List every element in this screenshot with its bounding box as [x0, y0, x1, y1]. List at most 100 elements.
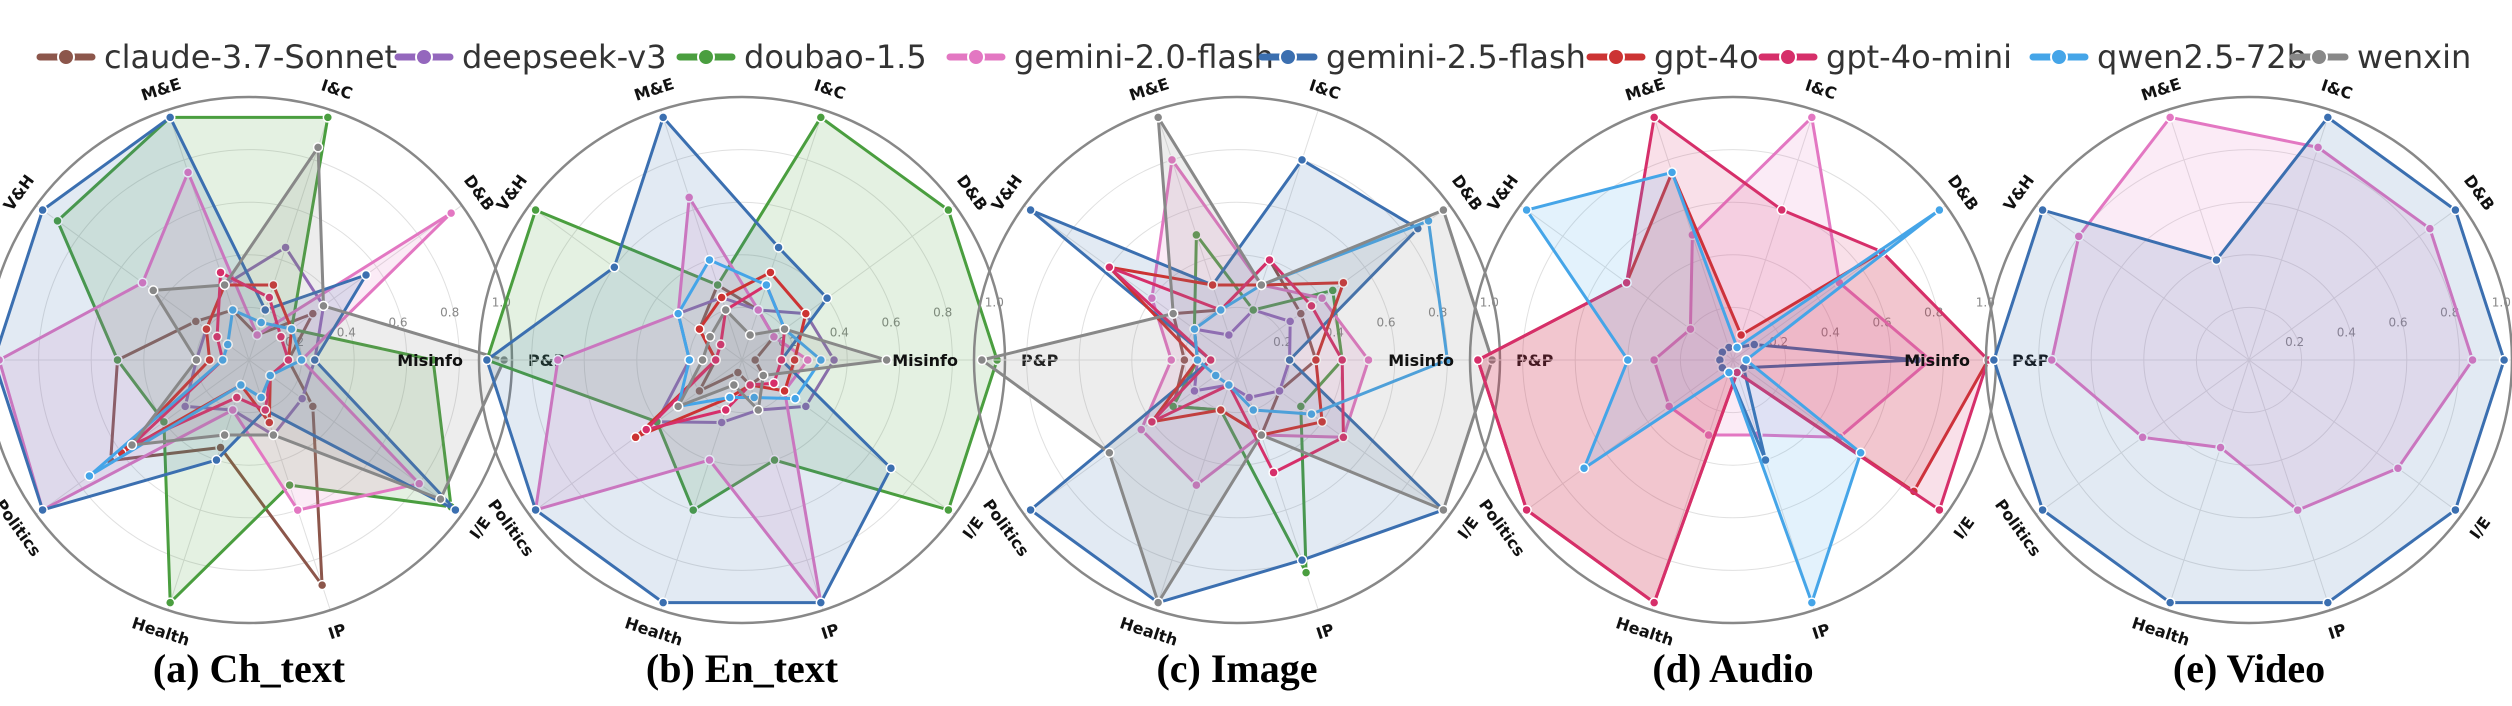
legend-item: gpt-4o — [1586, 38, 1759, 76]
radar-chart: 0.20.40.60.81.0P&PD&BI&CM&EV&HMisinfoPol… — [397, 74, 1058, 691]
legend-marker — [697, 48, 715, 66]
data-point — [211, 331, 223, 343]
grid-spoke — [2248, 359, 2463, 515]
axis-label: Misinfo — [397, 351, 463, 370]
legend-marker — [967, 48, 985, 66]
data-point — [732, 367, 744, 378]
data-point — [182, 167, 194, 178]
legend-label: deepseek-v3 — [462, 38, 667, 76]
series-gemini-2.5-flash — [1988, 112, 2510, 608]
series-gpt-4o-mini — [1472, 112, 1994, 608]
data-point — [744, 379, 756, 391]
r-tick-label: 0.6 — [2388, 315, 2407, 329]
data-point — [1338, 277, 1349, 288]
axis-label: IP — [1314, 620, 1337, 644]
axis-label: IP — [326, 620, 349, 644]
axis-label: D&B — [1448, 171, 1487, 214]
r-tick-label: 0.2 — [1273, 335, 1292, 349]
grid-spoke — [741, 109, 824, 361]
data-point — [1166, 154, 1178, 166]
axis-label: I&C — [1307, 75, 1343, 103]
data-point — [255, 317, 267, 328]
grid-spoke — [1023, 359, 1238, 515]
data-point — [802, 354, 813, 366]
data-point — [704, 254, 715, 266]
data-point — [296, 393, 308, 404]
axis-label: M&E — [139, 74, 184, 105]
data-point — [2073, 231, 2085, 242]
grid-spoke — [35, 359, 250, 515]
data-point — [761, 279, 772, 291]
radar-charts: 0.20.40.60.81.0P&PD&BI&CM&EV&HMisinfoPol… — [0, 74, 2512, 691]
data-point — [112, 354, 123, 366]
data-point — [728, 379, 740, 391]
data-point — [275, 331, 287, 343]
grid-spoke — [1519, 359, 1734, 515]
data-point — [201, 323, 212, 335]
data-point — [2322, 112, 2334, 123]
data-point — [284, 479, 295, 491]
data-point — [1648, 354, 1660, 366]
radar-chart: 0.20.40.60.81.0P&PD&BI&CM&EV&HMisinfoPol… — [1388, 74, 2049, 691]
data-point — [322, 112, 334, 123]
data-point — [1622, 354, 1634, 366]
series-layer — [976, 112, 1498, 608]
legend-label: gemini-2.0-flash — [1014, 38, 1274, 76]
data-point — [1310, 354, 1322, 366]
data-point — [1146, 292, 1158, 304]
data-point — [773, 242, 784, 253]
data-point — [630, 432, 641, 443]
axis-label: IP — [2326, 620, 2349, 644]
data-point — [260, 304, 271, 316]
data-point — [1438, 204, 1449, 216]
r-tick-label: 0.6 — [1872, 315, 1891, 329]
data-point — [450, 504, 461, 516]
data-point — [37, 204, 48, 216]
data-point — [800, 401, 812, 412]
data-point — [2498, 354, 2510, 366]
legend-label: gpt-4o — [1654, 38, 1759, 76]
data-point — [1215, 404, 1226, 416]
axis-label: V&H — [1483, 171, 1522, 214]
data-point — [1327, 285, 1338, 296]
data-point — [821, 292, 833, 304]
axis-label: I&C — [2319, 75, 2355, 103]
legend-label: wenxin — [2357, 38, 2471, 76]
data-point — [1925, 354, 1936, 366]
data-point — [309, 354, 320, 366]
axis-label: Health — [623, 613, 686, 649]
data-point — [1191, 229, 1202, 241]
data-point — [215, 267, 226, 278]
data-point — [52, 215, 63, 227]
data-point — [235, 379, 247, 391]
data-point — [148, 285, 159, 296]
chart-caption: (c) Image — [1156, 646, 1317, 691]
data-point — [126, 439, 138, 451]
series-qwen2.5-72b — [1521, 167, 1945, 608]
data-point — [716, 292, 727, 303]
axis-label: I/E — [466, 513, 495, 543]
data-point — [815, 354, 827, 366]
data-point — [1731, 342, 1743, 353]
data-point — [1316, 416, 1328, 428]
data-point — [1685, 323, 1696, 335]
data-point — [704, 454, 715, 466]
axis-label: V&H — [492, 171, 531, 214]
data-point — [2312, 142, 2324, 153]
data-point — [164, 597, 176, 608]
legend-marker — [2050, 48, 2068, 66]
data-point — [1296, 154, 1308, 166]
data-point — [815, 112, 827, 123]
axis-label: I&C — [812, 75, 848, 103]
data-point — [684, 354, 695, 366]
data-point — [749, 354, 761, 366]
data-point — [1295, 308, 1307, 319]
data-point — [2137, 432, 2148, 443]
data-point — [360, 269, 372, 281]
r-tick-label: 0.4 — [2337, 325, 2356, 339]
axis-label: IP — [819, 620, 842, 644]
data-point — [776, 354, 787, 366]
axis-label: Health — [1118, 613, 1181, 649]
data-point — [779, 323, 790, 335]
data-point — [2037, 204, 2048, 216]
